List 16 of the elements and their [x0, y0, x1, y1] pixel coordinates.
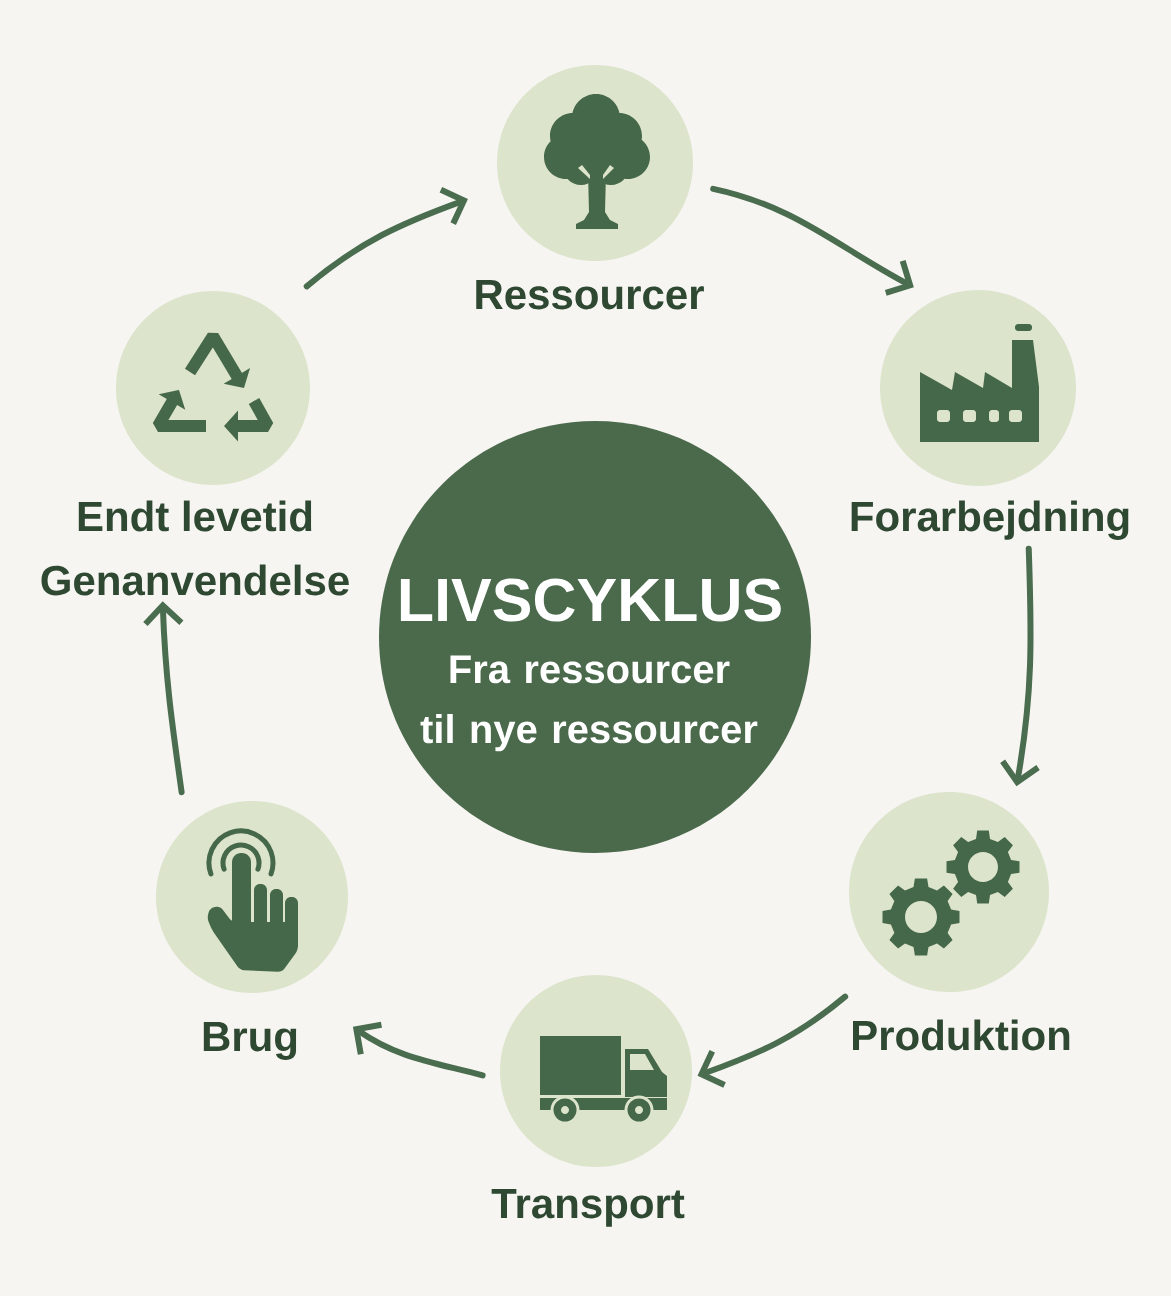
arrow: [352, 1021, 486, 1079]
arrow: [1000, 545, 1040, 787]
step-label: Forarbejdning: [851, 500, 1129, 540]
step-label: Ressourcer: [476, 280, 704, 310]
step-label: Brug: [203, 1022, 297, 1060]
arrow: [697, 993, 849, 1088]
step-label: Transport: [491, 1189, 685, 1227]
step-label: Endt levetid: [78, 500, 312, 532]
heading: LIVSCYKLUS: [400, 578, 781, 622]
subheading: Fra ressourcer til nye ressourcer: [420, 655, 758, 752]
arrow: [143, 601, 185, 796]
arrow: [303, 187, 468, 290]
step-label: Genanvendelse: [41, 564, 349, 596]
step-label: Produktion: [853, 1019, 1070, 1051]
center-circle: [379, 421, 811, 853]
arrow: [710, 185, 914, 296]
